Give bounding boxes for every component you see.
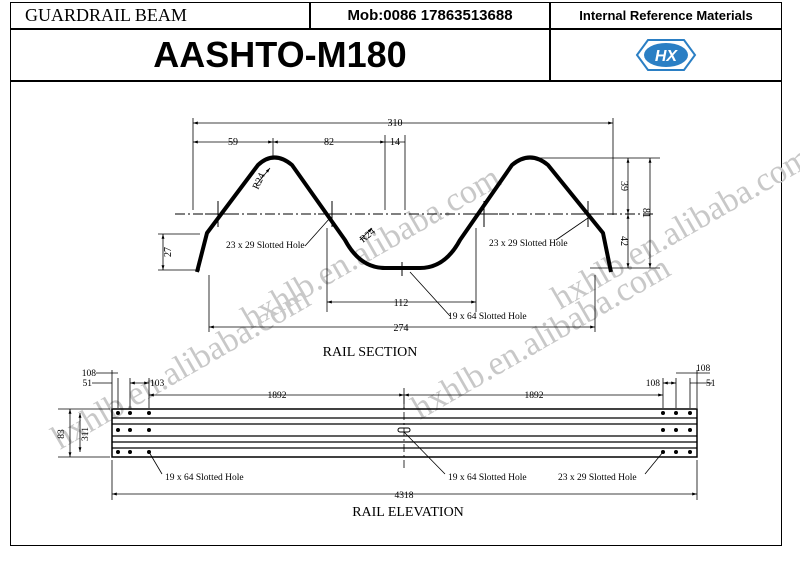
dim-offset-left: 103 (150, 379, 165, 389)
standard-title: AASHTO-M180 (10, 29, 550, 81)
section-hole-labels: 23 x 29 Slotted Hole 23 x 29 Slotted Hol… (226, 239, 568, 322)
label-slot-left: 23 x 29 Slotted Hole (226, 241, 305, 251)
dim-height-b: 311 (81, 427, 91, 441)
dim-height-a: 83 (57, 429, 67, 439)
dim-left-offset: 59 (228, 137, 238, 148)
product-title: GUARDRAIL BEAM (10, 2, 310, 29)
dim-total-height: 81 (640, 208, 651, 218)
dim-lower-height: 42 (618, 236, 629, 246)
dim-pitch-right: 108 (646, 379, 661, 389)
drawing-frame (10, 81, 782, 546)
label-slot-right: 23 x 29 Slotted Hole (489, 239, 568, 249)
dim-center-gap: 14 (390, 137, 400, 148)
elevation-title: RAIL ELEVATION (352, 505, 464, 520)
dim-edge-left: 51 (83, 379, 93, 389)
hole-markers (205, 201, 603, 276)
dim-base-width: 274 (394, 323, 409, 334)
elevation-hole-labels: 19 x 64 Slotted Hole 19 x 64 Slotted Hol… (165, 473, 637, 483)
rail-plate (111, 408, 698, 458)
dim-span-left: 1892 (268, 391, 287, 401)
dim-valley-width: 112 (394, 298, 409, 309)
dim-left-flange: 27 (163, 247, 174, 257)
watermark-text: hxhlb.en.alibaba.com (546, 139, 800, 317)
dim-edge-right-b: 51 (706, 379, 716, 389)
dim-pitch-left: 108 (82, 369, 97, 379)
section-title: RAIL SECTION (323, 345, 418, 360)
dim-span-right: 1892 (525, 391, 544, 401)
logo-cell: HX (550, 29, 782, 81)
reference-label: Internal Reference Materials (550, 2, 782, 29)
label-slot-valley: 19 x 64 Slotted Hole (448, 312, 527, 322)
dim-upper-height: 39 (618, 181, 629, 191)
dim-edge-right-a: 108 (696, 364, 711, 374)
label-slot-a: 19 x 64 Slotted Hole (165, 473, 244, 483)
elevation-holes (116, 411, 692, 454)
dim-overall-width: 310 (388, 118, 403, 129)
dim-total-length: 4318 (395, 491, 414, 501)
elevation-dimension-labels: 51 108 103 1892 1892 108 108 51 83 311 4… (57, 364, 716, 501)
rail-corrugation-lines (112, 417, 697, 449)
dim-peak-to-center: 82 (324, 137, 334, 148)
label-slot-b: 19 x 64 Slotted Hole (448, 473, 527, 483)
logo-text: HX (655, 48, 679, 65)
label-slot-c: 23 x 29 Slotted Hole (558, 473, 637, 483)
company-logo: HX (635, 39, 697, 71)
rail-elevation: 51 108 103 1892 1892 108 108 51 83 311 4… (57, 364, 716, 520)
elevation-dimension-lines (58, 370, 712, 500)
mobile-number: Mob:0086 17863513688 (310, 2, 550, 29)
rail-section: 310 59 82 14 R24 R24 27 39 81 42 112 274… (158, 118, 660, 360)
section-dimension-lines (158, 118, 660, 332)
